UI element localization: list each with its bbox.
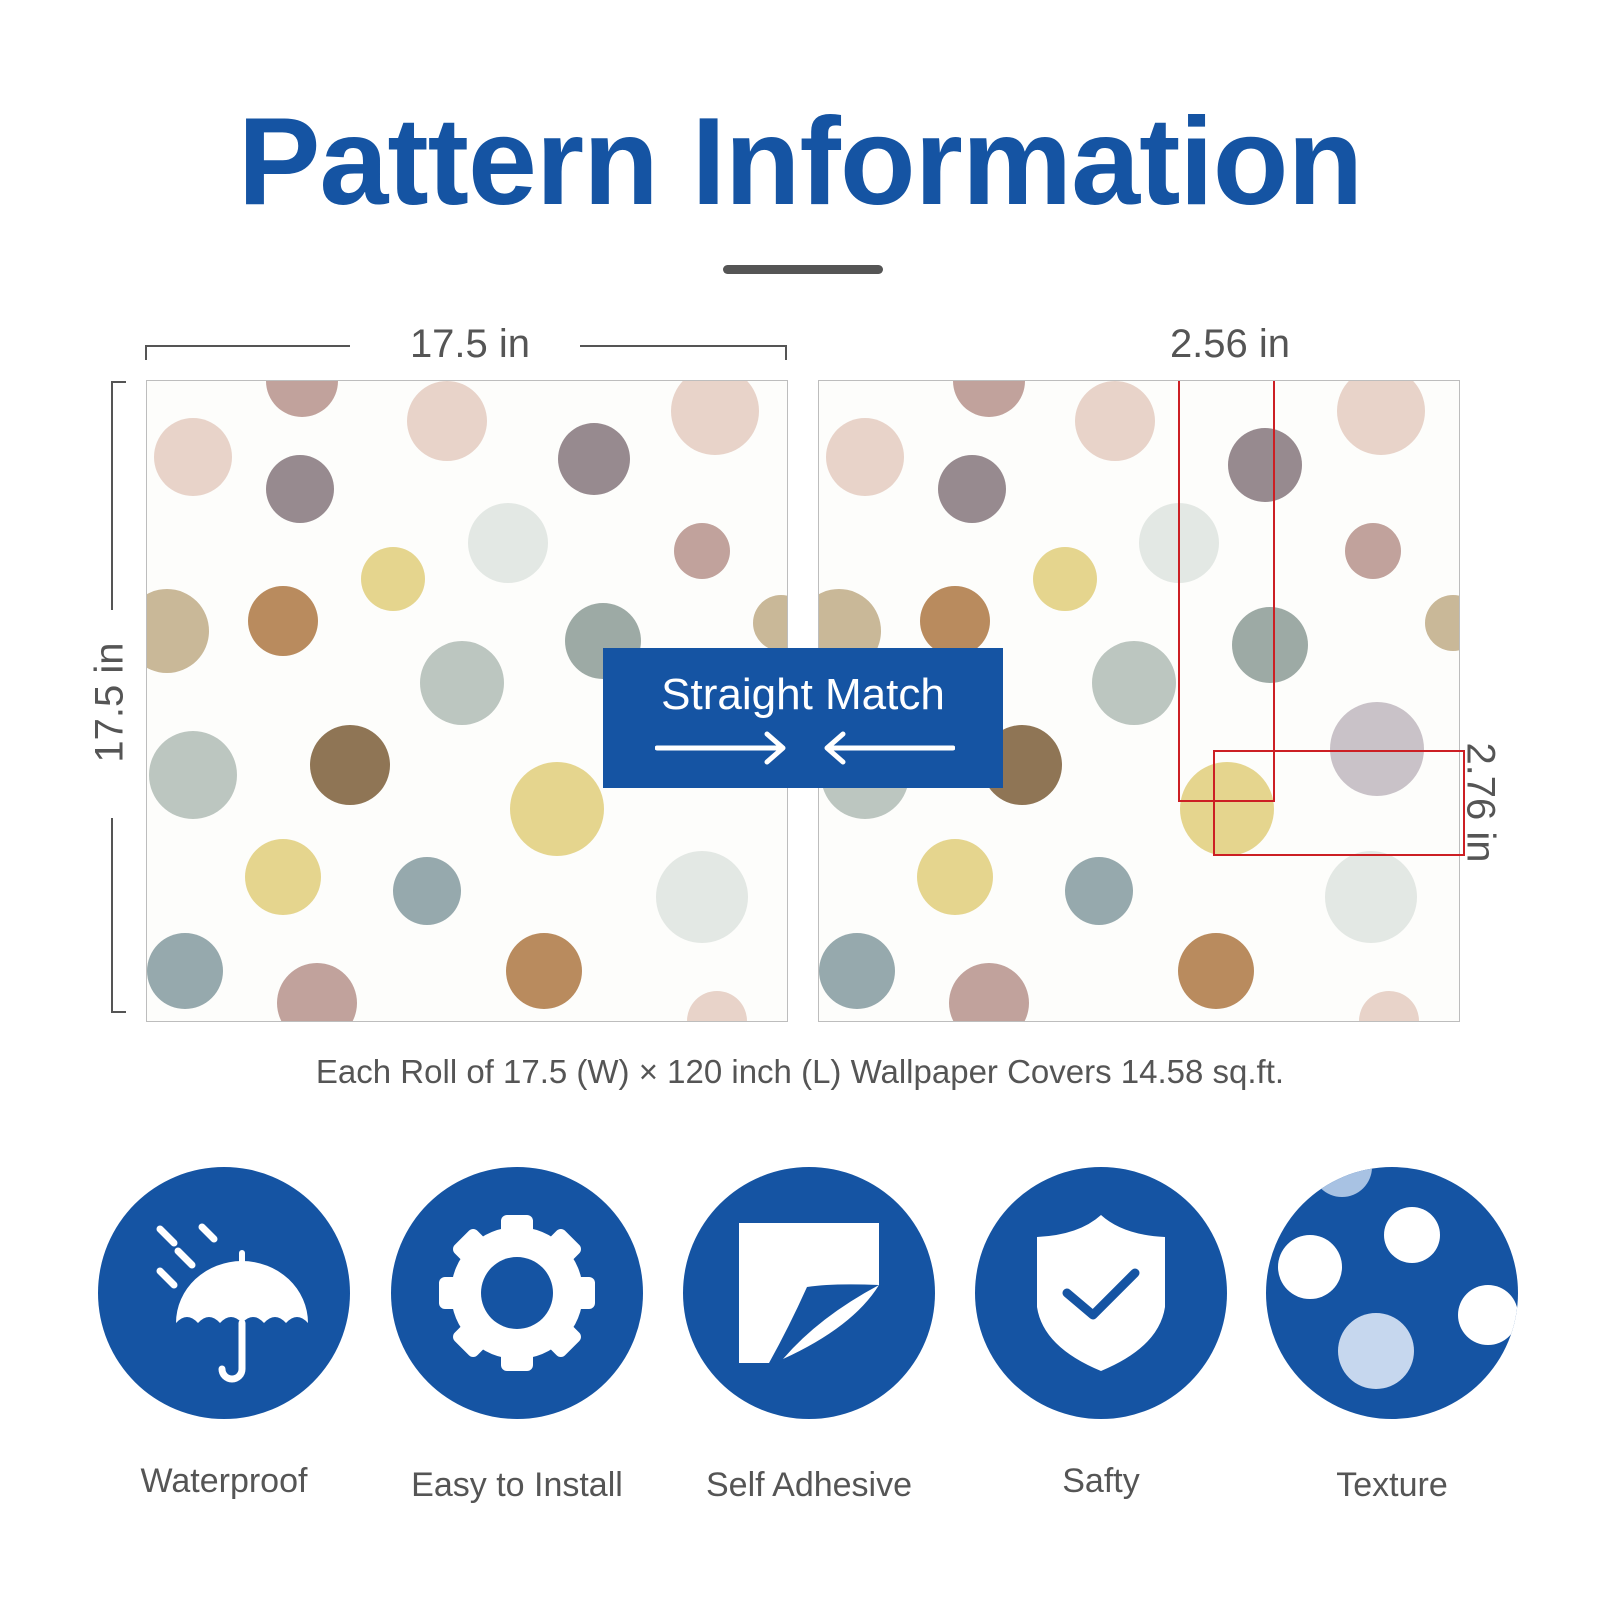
dots-texture-icon xyxy=(1278,1167,1518,1389)
feature-label-waterproof: Waterproof xyxy=(140,1462,308,1500)
feature-label-safety: Safty xyxy=(1062,1462,1140,1500)
umbrella-rain-icon xyxy=(156,1223,308,1383)
feature-self-adhesive xyxy=(683,1167,935,1419)
feature-waterproof xyxy=(98,1167,350,1419)
straight-match-badge: Straight Match xyxy=(603,648,1003,788)
gear-icon xyxy=(439,1215,595,1371)
shield-check-icon xyxy=(1037,1215,1165,1371)
peeling-sticker-icon xyxy=(739,1223,879,1363)
feature-label-easy-install: Easy to Install xyxy=(411,1466,623,1504)
feature-label-texture: Texture xyxy=(1336,1466,1448,1504)
horizontal-repeat-label: 2.56 in xyxy=(1169,322,1291,366)
feature-safety xyxy=(975,1167,1227,1419)
arrows-pointing-inward-icon xyxy=(655,731,955,765)
vertical-repeat-bracket xyxy=(1452,750,1465,856)
pattern-panel-right xyxy=(818,380,1460,1022)
width-label: 17.5 in xyxy=(409,322,531,366)
width-dimension-line xyxy=(145,345,787,360)
straight-match-label: Straight Match xyxy=(661,670,945,719)
height-label: 17.5 in xyxy=(87,642,132,763)
feature-texture xyxy=(1266,1167,1518,1419)
height-dimension-line xyxy=(111,381,126,1013)
page-title: Pattern Information xyxy=(237,93,1364,231)
dot-pattern-left xyxy=(147,381,787,1021)
feature-easy-install xyxy=(391,1167,643,1419)
title-underline xyxy=(723,265,883,274)
vertical-repeat-label: 2.76 in xyxy=(1458,742,1503,863)
coverage-caption: Each Roll of 17.5 (W) × 120 inch (L) Wal… xyxy=(315,1053,1285,1090)
feature-label-self-adhesive: Self Adhesive xyxy=(705,1466,913,1504)
vertical-repeat-box xyxy=(1213,750,1459,856)
horizontal-repeat-box xyxy=(1178,381,1275,802)
